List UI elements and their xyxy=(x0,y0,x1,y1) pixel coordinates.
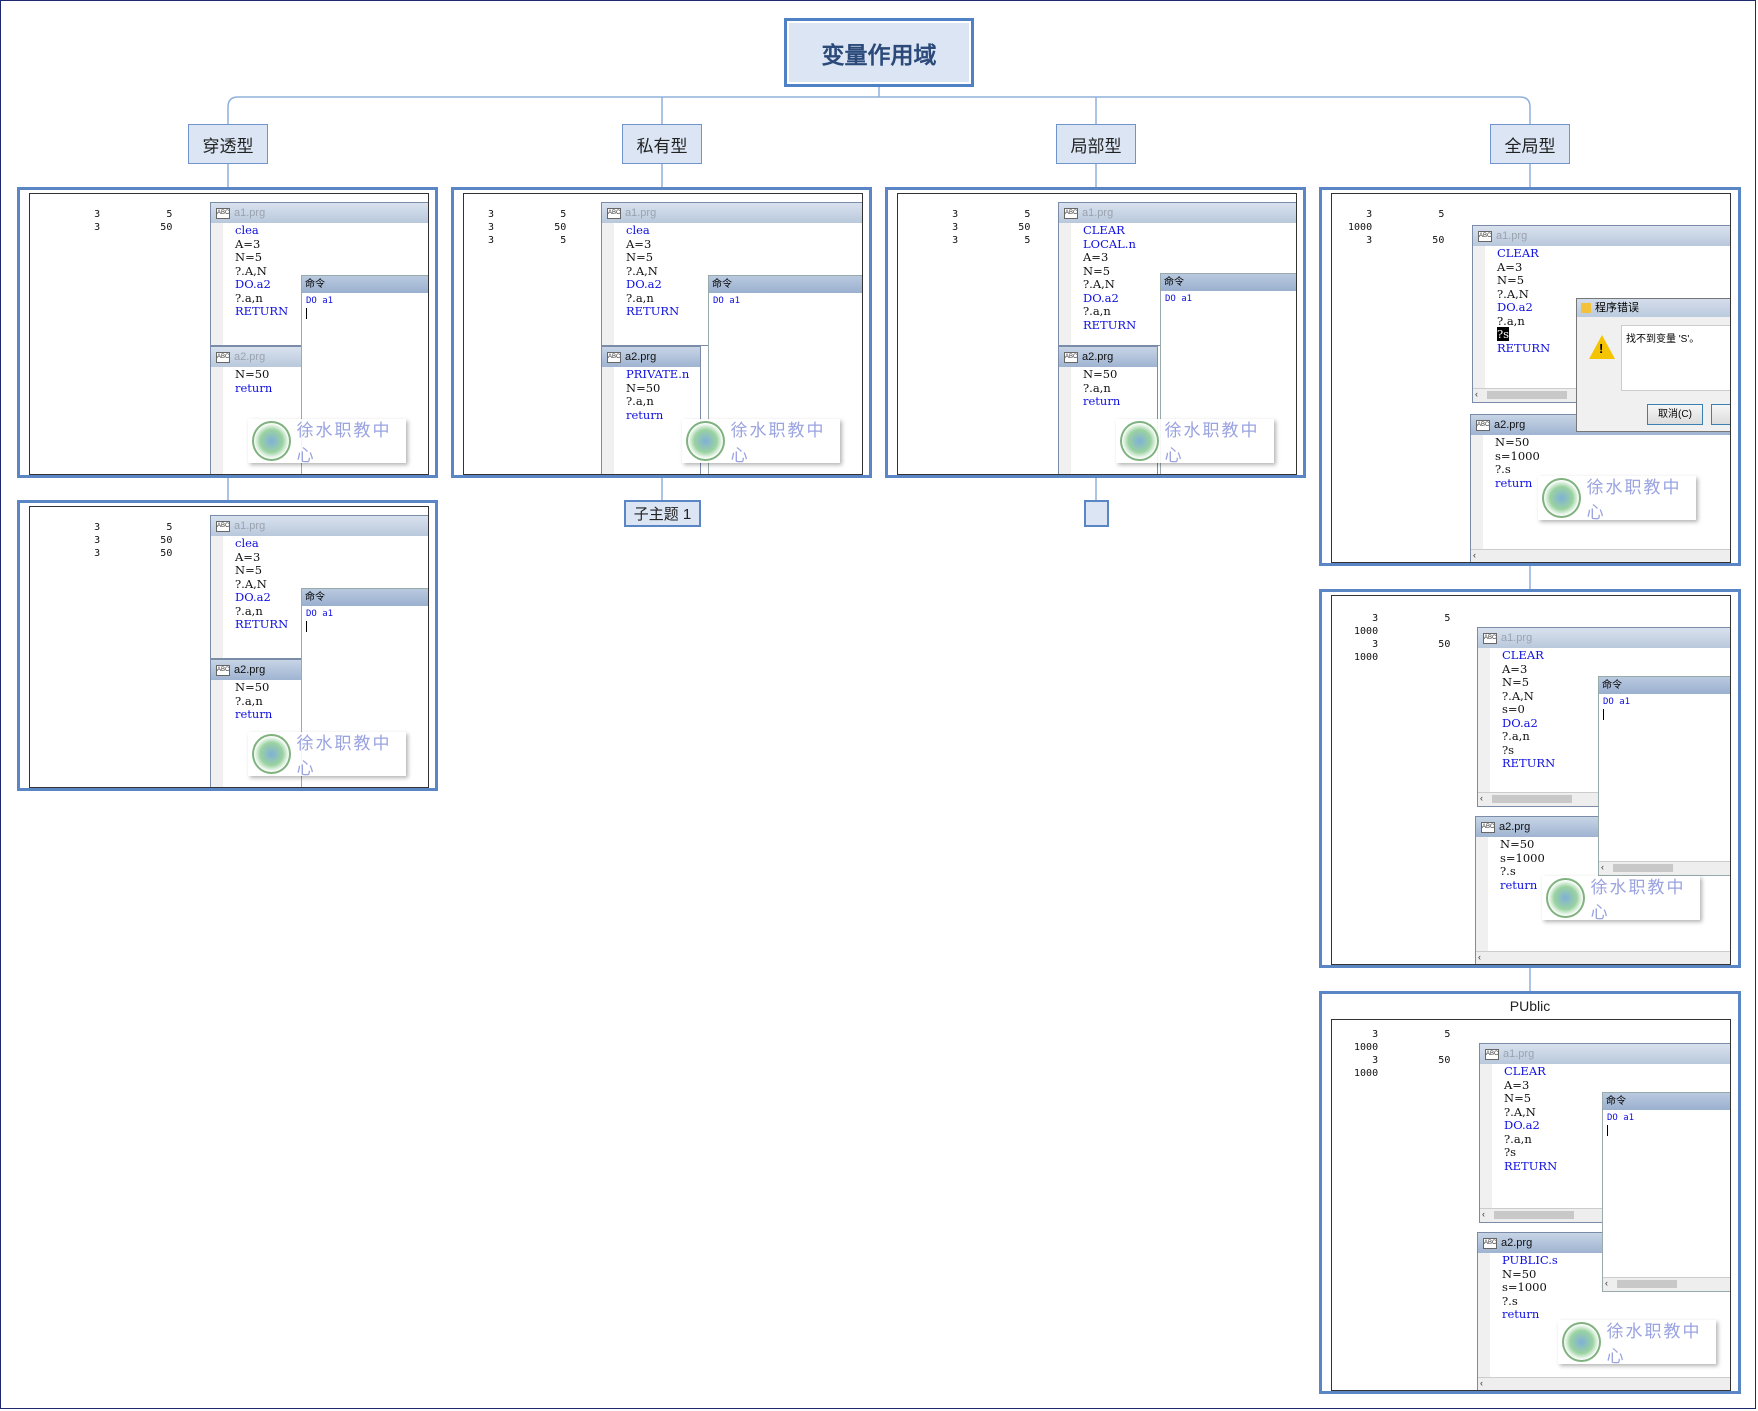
abc-icon: ABC xyxy=(1485,1048,1499,1060)
abc-icon: ABC xyxy=(216,351,230,363)
watermark-logo: 徐水职教中心 xyxy=(682,419,840,466)
watermark-logo: 徐水职教中心 xyxy=(1116,419,1274,466)
seal-icon xyxy=(1546,878,1585,918)
connector-bar xyxy=(227,96,1531,108)
watermark-logo: 徐水职教中心 xyxy=(1542,876,1700,923)
seal-icon xyxy=(252,421,291,461)
error-message: 找不到变量 'S'。 xyxy=(1621,325,1730,391)
output-text: 3 5 3 50 3 5 xyxy=(952,209,1031,246)
abc-icon: ABC xyxy=(607,207,621,219)
root-node[interactable]: 变量作用域 xyxy=(784,18,974,87)
abc-icon: ABC xyxy=(1483,1237,1497,1249)
app-icon xyxy=(1581,303,1591,313)
abc-icon: ABC xyxy=(607,351,621,363)
error-dialog: 程序错误 ! 找不到变量 'S'。 取消(C) xyxy=(1576,298,1730,432)
topic-local[interactable]: 局部型 xyxy=(1056,124,1136,164)
other-button[interactable] xyxy=(1711,404,1730,425)
cancel-button[interactable]: 取消(C) xyxy=(1647,404,1703,425)
abc-icon: ABC xyxy=(1476,419,1490,431)
abc-icon: ABC xyxy=(216,664,230,676)
abc-icon: ABC xyxy=(1064,207,1078,219)
horizontal-scrollbar[interactable]: ‹ xyxy=(1478,1377,1730,1390)
empty-subtopic-node[interactable] xyxy=(1084,500,1109,527)
topic-private[interactable]: 私有型 xyxy=(622,124,702,164)
output-text: 3 5 1000 3 50 1000 xyxy=(1354,613,1451,663)
abc-icon: ABC xyxy=(216,207,230,219)
horizontal-scrollbar[interactable]: ‹ xyxy=(1603,1277,1730,1291)
seal-icon xyxy=(1542,478,1581,518)
seal-icon xyxy=(1120,421,1159,461)
seal-icon xyxy=(686,421,725,461)
card-caption: PUblic xyxy=(1509,998,1551,1014)
watermark-logo: 徐水职教中心 xyxy=(248,419,406,466)
seal-icon xyxy=(1562,1322,1601,1362)
horizontal-scrollbar[interactable]: ‹ xyxy=(1476,951,1730,964)
abc-icon: ABC xyxy=(1483,632,1497,644)
command-window: 命令 DO a1 ‹ xyxy=(1602,1092,1730,1292)
output-text: 3 5 1000 3 50 1000 xyxy=(1354,1029,1451,1079)
topic-global[interactable]: 全局型 xyxy=(1490,124,1570,164)
output-text: 3 5 3 50 3 5 xyxy=(488,209,567,246)
abc-icon: ABC xyxy=(1481,821,1495,833)
window-title: a1.prg xyxy=(234,207,266,219)
command-window: 命令 DO a1 ‹ xyxy=(1598,676,1730,876)
horizontal-scrollbar[interactable]: ‹ xyxy=(1471,549,1730,562)
warning-icon: ! xyxy=(1589,335,1615,359)
abc-icon: ABC xyxy=(1064,351,1078,363)
watermark-logo: 徐水职教中心 xyxy=(248,732,406,779)
topic-penetrating[interactable]: 穿透型 xyxy=(188,124,268,164)
subtopic-node[interactable]: 子主题 1 xyxy=(624,500,701,527)
watermark-logo: 徐水职教中心 xyxy=(1538,476,1696,523)
horizontal-scrollbar[interactable]: ‹ xyxy=(1599,861,1730,875)
output-text: 3 5 1000 3 50 xyxy=(1348,209,1445,246)
output-text: 3 5 3 50 3 50 xyxy=(94,522,173,559)
window-title: a2.prg xyxy=(234,351,266,363)
watermark-logo: 徐水职教中心 xyxy=(1558,1320,1716,1367)
abc-icon: ABC xyxy=(216,520,230,532)
output-text: 3 5 3 50 xyxy=(94,209,173,233)
seal-icon xyxy=(252,734,291,774)
abc-icon: ABC xyxy=(1478,230,1492,242)
